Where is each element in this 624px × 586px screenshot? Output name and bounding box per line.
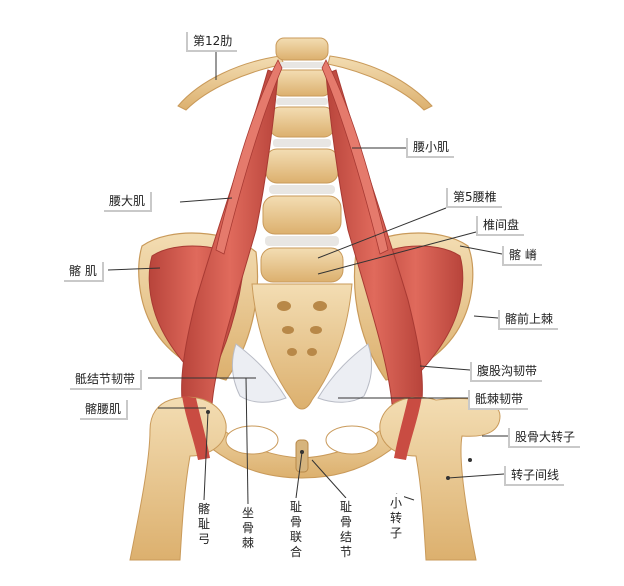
leader-lines (107, 44, 508, 505)
label-intertrochanteric: 转子间线 (504, 466, 565, 486)
label-greater-trochanter: 股骨大转子 (508, 428, 581, 448)
label-psoas-major: 腰大肌 (104, 192, 153, 212)
sacrum (251, 283, 353, 410)
label-asis: 髂前上棘 (498, 310, 559, 330)
iliopsoas-tendon-right (394, 396, 422, 460)
label-iliac-crest: 髂 嵴 (502, 246, 542, 266)
label-inguinal: 腹股沟韧带 (470, 362, 543, 382)
label-iliopubic-arc: 髂耻弓 (196, 500, 212, 549)
pubic-symphysis (295, 439, 309, 473)
label-pubic-symphysis: 耻骨联合 (288, 498, 304, 562)
leader-dots (206, 410, 472, 480)
label-lesser-trochanter: 小转子 (388, 494, 404, 543)
obturator-right (325, 425, 379, 455)
label-psoas-minor: 腰小肌 (406, 138, 455, 158)
psoas-minor-right (321, 59, 389, 255)
psoas-minor-left (215, 59, 283, 255)
label-ischial-spine: 坐骨棘 (240, 504, 256, 553)
label-sacrospinous: 骶棘韧带 (468, 390, 529, 410)
label-sacrotuberous: 骶结节韧带 (70, 370, 143, 390)
iliopsoas-tendon-left (182, 396, 210, 460)
label-pubic-tubercle: 耻骨结节 (338, 498, 354, 562)
rib-right (327, 55, 433, 111)
label-disc: 椎间盘 (476, 216, 525, 236)
label-iliopsoas: 髂腰肌 (80, 400, 129, 420)
ligament-right (317, 343, 372, 403)
label-iliacus: 髂 肌 (64, 262, 104, 282)
psoas-major-right (325, 69, 423, 405)
label-l5: 第5腰椎 (446, 188, 502, 208)
lumbar-spine (260, 37, 344, 283)
label-rib12: 第12肋 (186, 32, 238, 52)
obturator-left (225, 425, 279, 455)
